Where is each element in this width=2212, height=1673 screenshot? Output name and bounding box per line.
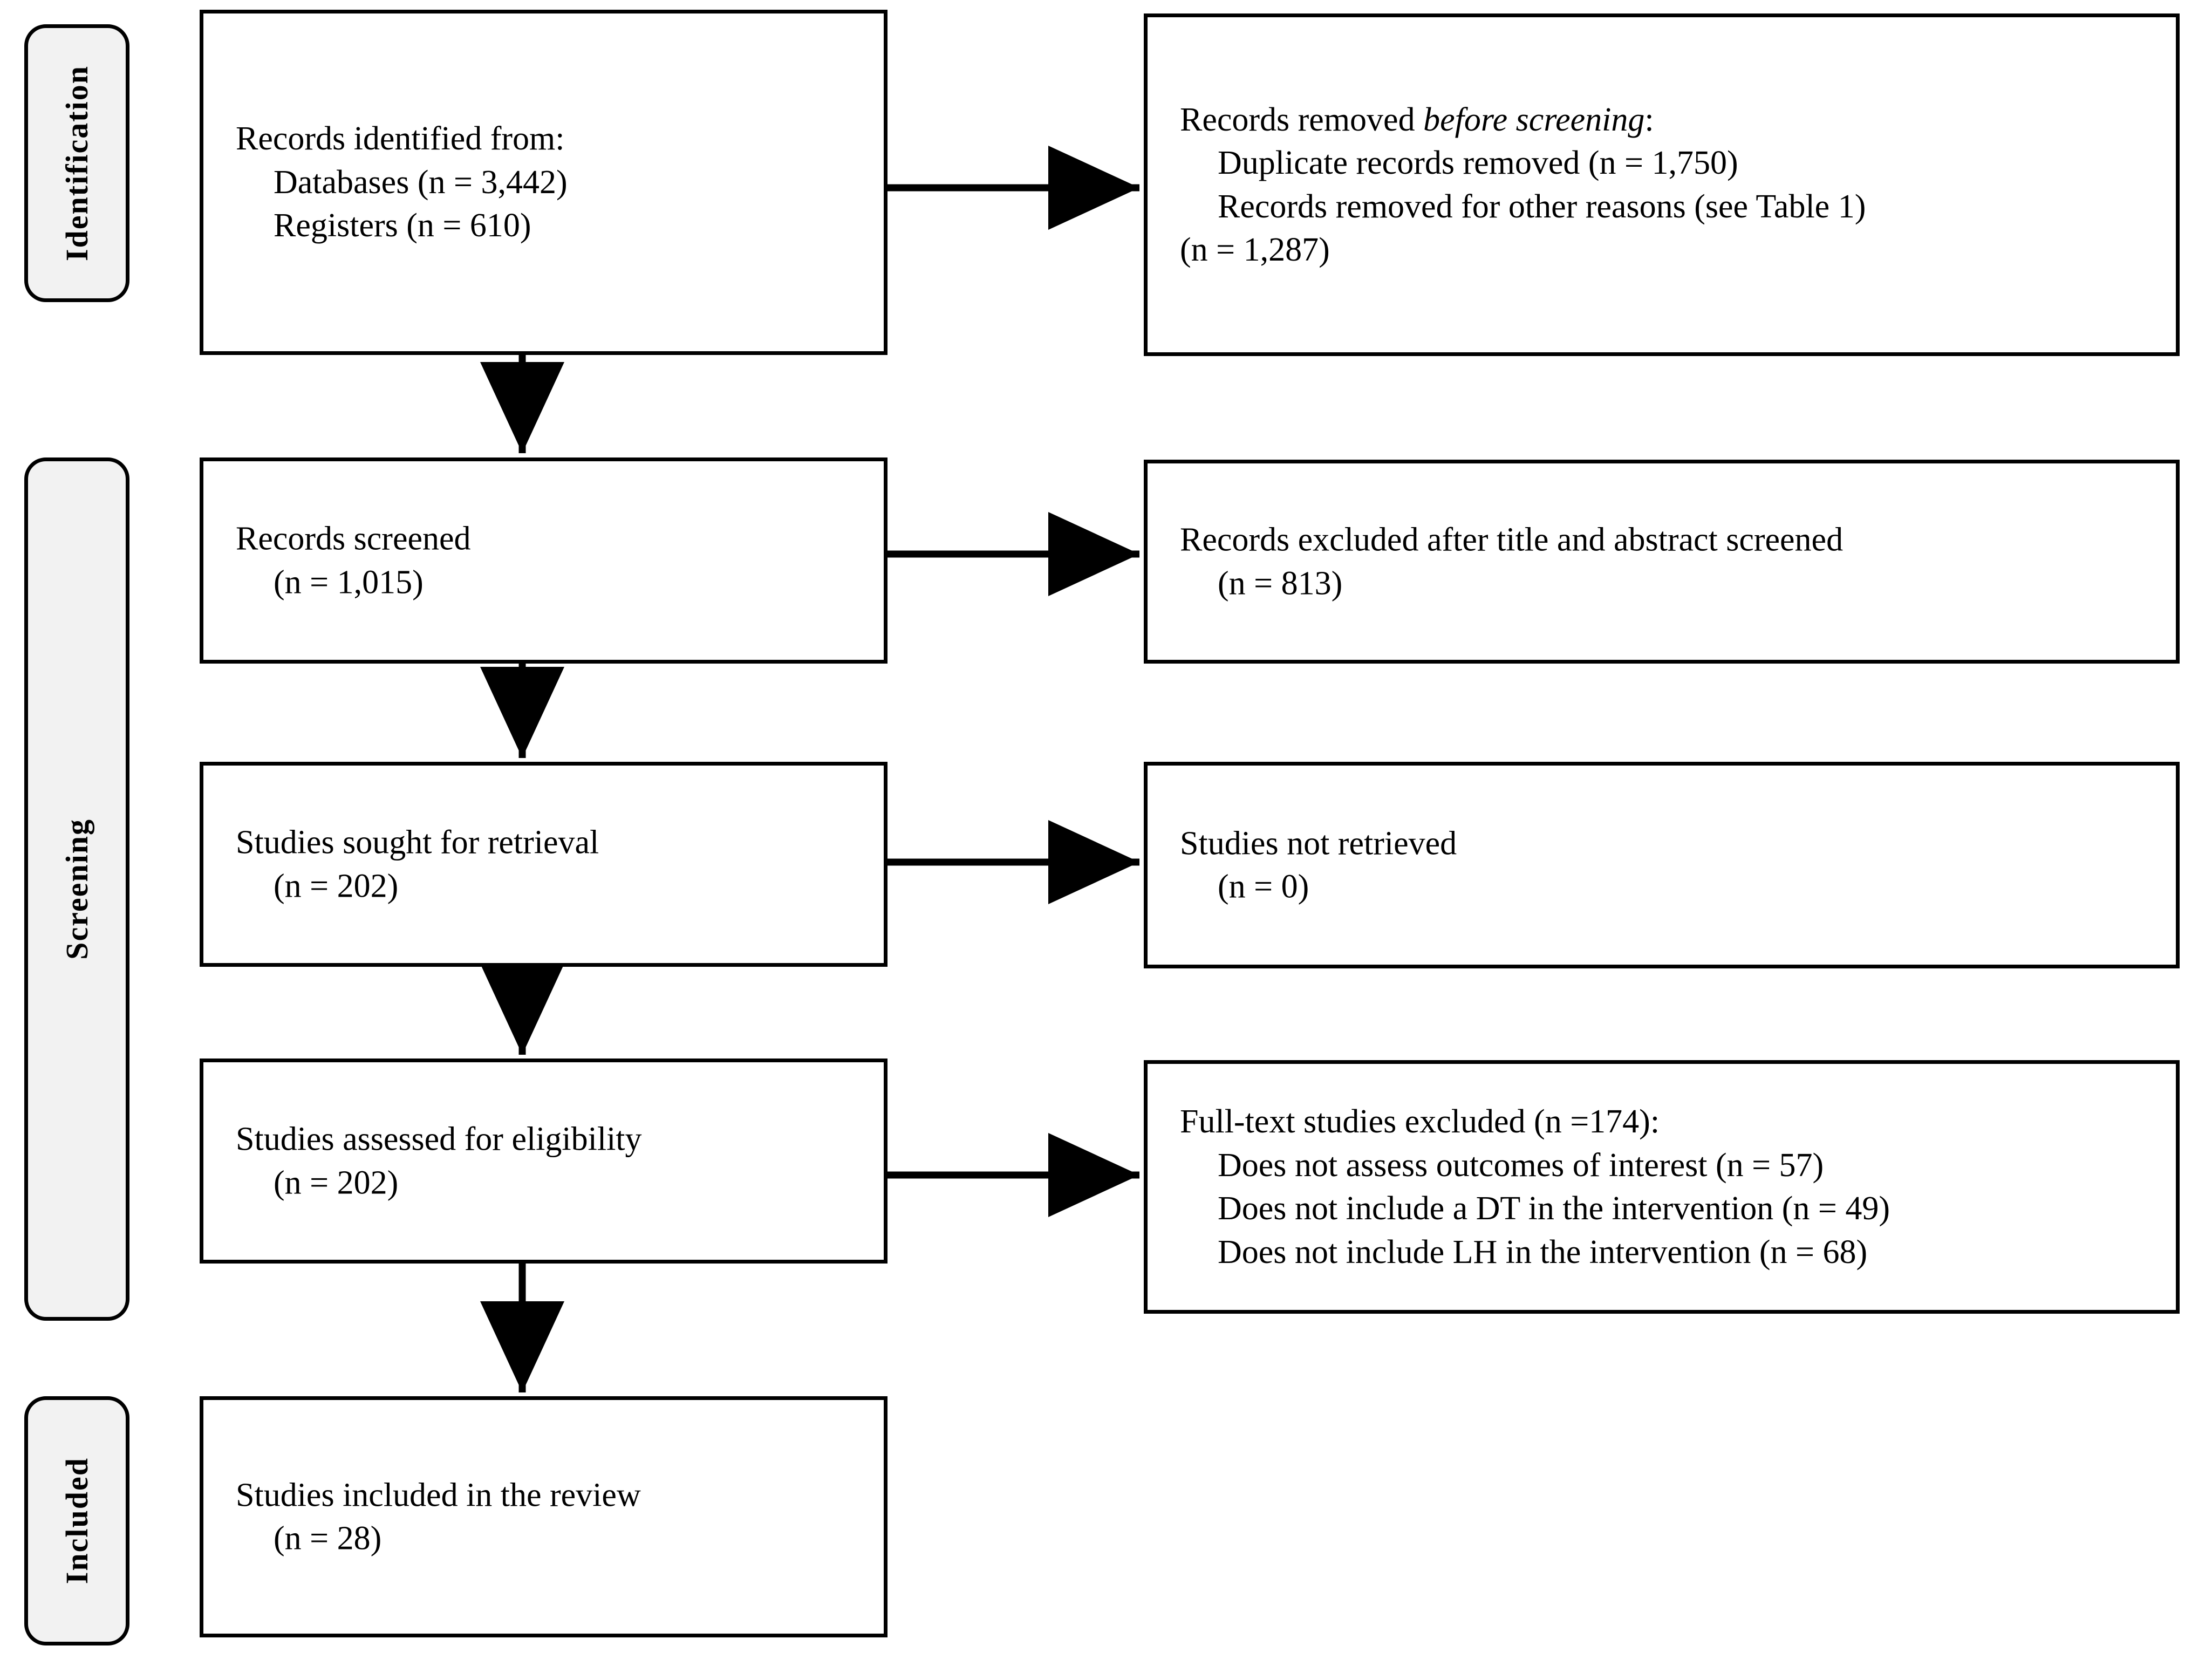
node-line-emphasis: before screening [1423,101,1645,138]
node-line: Registers (n = 610) [274,207,531,244]
node-fulltext-excluded-text: Full-text studies excluded (n =174): Doe… [1148,1100,2176,1274]
stage-label-screening-text: Screening [59,818,94,960]
node-line: Studies sought for retrieval [236,824,599,861]
stage-label-identification: Identification [24,24,129,302]
node-studies-assessed-text: Studies assessed for eligibility (n = 20… [203,1117,884,1204]
node-records-identified: Records identified from: Databases (n = … [200,10,887,355]
node-line: Records identified from: [236,120,565,158]
node-line: Records removed for other reasons (see T… [1218,188,1866,225]
node-records-screened: Records screened (n = 1,015) [200,457,887,664]
node-fulltext-excluded: Full-text studies excluded (n =174): Doe… [1144,1060,2180,1314]
stage-label-screening: Screening [24,457,129,1321]
node-line: Does not include LH in the intervention … [1218,1233,1868,1271]
node-line: (n = 813) [1218,565,1343,602]
node-line: Records excluded after title and abstrac… [1180,521,1844,558]
node-studies-assessed: Studies assessed for eligibility (n = 20… [200,1059,887,1264]
node-records-identified-text: Records identified from: Databases (n = … [203,117,884,248]
stage-label-included: Included [24,1396,129,1645]
node-studies-included: Studies included in the review (n = 28) [200,1396,887,1637]
node-line: (n = 202) [274,868,399,904]
node-line: Records screened [236,520,471,557]
node-studies-not-retrieved: Studies not retrieved (n = 0) [1144,762,2180,968]
node-records-removed-text: Records removed before screening: Duplic… [1148,98,2176,271]
node-records-excluded-text: Records excluded after title and abstrac… [1148,518,2176,605]
stage-label-included-text: Included [59,1457,94,1585]
node-studies-sought: Studies sought for retrieval (n = 202) [200,762,887,967]
node-line: Duplicate records removed (n = 1,750) [1218,144,1738,181]
node-studies-not-retrieved-text: Studies not retrieved (n = 0) [1148,822,2176,909]
node-line: Studies included in the review [236,1476,641,1513]
node-line: Records removed before screening: [1180,98,2160,141]
node-line-tail: : [1644,101,1654,138]
node-line: (n = 1,015) [274,564,424,600]
node-line: Does not include a DT in the interventio… [1218,1190,1890,1227]
node-line: Studies assessed for eligibility [236,1121,642,1158]
node-line: Full-text studies excluded (n =174): [1180,1103,1660,1140]
node-studies-included-text: Studies included in the review (n = 28) [203,1473,884,1560]
node-line: (n = 28) [274,1520,382,1557]
node-records-screened-text: Records screened (n = 1,015) [203,517,884,604]
node-records-removed: Records removed before screening: Duplic… [1144,13,2180,356]
node-line: (n = 202) [274,1164,399,1201]
node-line: Databases (n = 3,442) [274,163,568,201]
node-line: Does not assess outcomes of interest (n … [1218,1146,1824,1184]
node-line-head: Records removed [1180,101,1424,138]
node-studies-sought-text: Studies sought for retrieval (n = 202) [203,821,884,907]
node-line: Studies not retrieved [1180,824,1457,862]
stage-label-identification-text: Identification [59,65,94,262]
node-records-excluded: Records excluded after title and abstrac… [1144,460,2180,664]
node-line: (n = 1,287) [1180,231,1330,269]
node-line: (n = 0) [1218,868,1309,905]
